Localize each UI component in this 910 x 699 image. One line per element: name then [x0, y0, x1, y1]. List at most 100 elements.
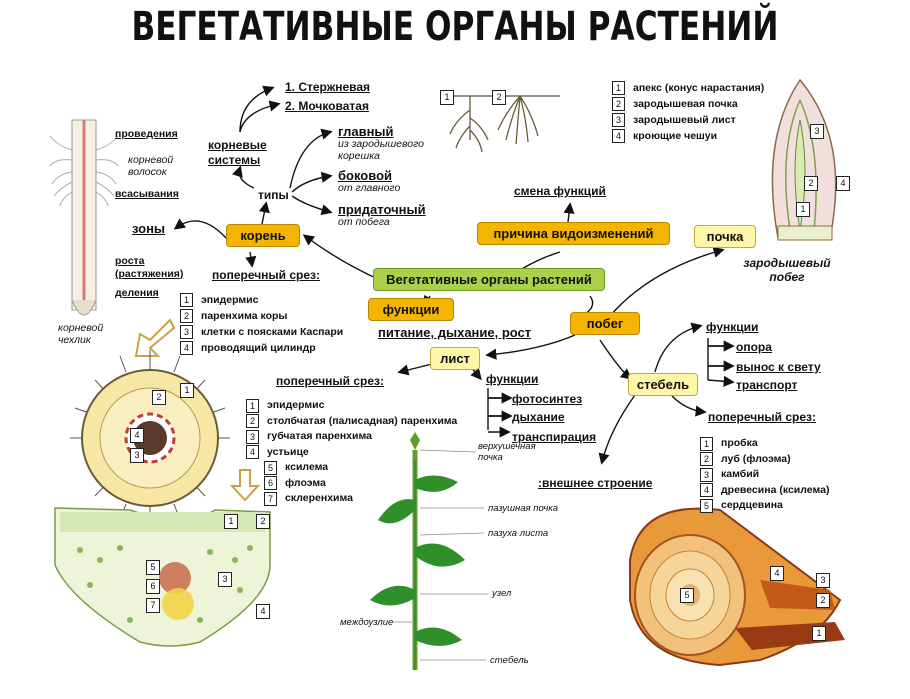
root-kind-main: главный	[338, 124, 394, 139]
tag: 1	[796, 202, 810, 217]
tag: 1	[224, 514, 238, 529]
tag: 5	[146, 560, 160, 575]
stem-function-support: опора	[736, 340, 772, 354]
functions-node: функции	[368, 298, 454, 321]
root-hair-label: корневой волосок	[128, 154, 174, 178]
root-zones-label: зоны	[132, 221, 166, 236]
tag: 4	[836, 176, 850, 191]
root-zones-illustration	[49, 119, 119, 316]
list-item: столбчатая (палисадная) паренхима	[267, 414, 458, 427]
number-badge: 3	[612, 113, 625, 127]
modification-result: смена функций	[514, 184, 606, 198]
list-item: клетки с поясками Каспари	[201, 326, 344, 338]
root-kind-main-note: из зародышевого корешка	[338, 138, 424, 162]
stem-function-transport: транспорт	[736, 378, 798, 392]
stem-node: стебель	[628, 373, 698, 396]
number-badge: 4	[180, 341, 193, 355]
root-system-type-2: 2. Мочковатая	[285, 99, 369, 113]
list-item: сердцевина	[721, 499, 783, 511]
stem-cross-section-illustration	[629, 507, 845, 667]
shoot-node: побег	[570, 312, 640, 335]
number-badge: 3	[700, 467, 713, 482]
list-item: древесина (ксилема)	[721, 483, 830, 496]
root-zone-growth: роста (растяжения)	[115, 255, 184, 280]
tag: 6	[146, 579, 160, 594]
root-zone-absorption: всасывания	[115, 188, 179, 200]
list-item: луб (флоэма)	[721, 452, 791, 465]
plant-label-leaf-axil: пазуха листа	[488, 528, 549, 539]
list-item: флоэма	[285, 476, 326, 489]
number-badge: 4	[700, 483, 713, 498]
leaf-node: лист	[430, 347, 480, 370]
bud-caption: зародышевый побег	[743, 256, 831, 284]
list-item: ксилема	[285, 461, 329, 473]
root-cross-section-list: 1 эпидермис 2 паренхима коры 3 клетки с поя…	[180, 292, 343, 356]
number-badge: 6	[264, 476, 277, 491]
shoot-external-label: :внешнее строение	[538, 476, 653, 490]
tag: 3	[816, 573, 830, 588]
page-title: ВЕГЕТАТИВНЫЕ ОРГАНЫ РАСТЕНИЙ	[131, 4, 779, 50]
root-zone-division: деления	[115, 287, 159, 299]
root-kind-lateral-note: от главного	[338, 182, 401, 194]
tag: 4	[770, 566, 784, 581]
tag: 5	[680, 588, 694, 603]
number-badge: 1	[246, 398, 259, 413]
leaf-cross-section-illustration	[54, 507, 271, 647]
number-badge: 1	[180, 293, 193, 307]
root-systems-label: корневые системы	[208, 138, 267, 167]
number-badge: 2	[612, 97, 625, 111]
list-item: устьице	[267, 445, 309, 458]
list-item: склеренхима	[285, 492, 353, 504]
root-kind-adventitious: придаточный	[338, 202, 426, 217]
list-item: зародышевый лист	[633, 114, 736, 126]
list-item: эпидермис	[267, 399, 325, 411]
leaf-function-transpiration: транспирация	[512, 430, 597, 444]
leaf-function-respiration: дыхание	[512, 410, 565, 424]
plant-label-axillary-bud: пазушная почка	[488, 503, 559, 514]
root-zone-conduction: проведения	[115, 128, 178, 140]
number-badge: 7	[264, 491, 277, 506]
leaf-functions-label: функции	[486, 372, 539, 386]
tag: 2	[804, 176, 818, 191]
bud-node: почка	[694, 225, 756, 248]
root-cross-section-illustration	[70, 350, 230, 525]
leaf-function-photosynthesis: фотосинтез	[512, 392, 583, 406]
list-item: зародышевая почка	[633, 98, 738, 110]
number-badge: 2	[700, 452, 713, 467]
number-badge: 3	[180, 325, 193, 339]
list-item: губчатая паренхима	[267, 430, 372, 442]
number-badge: 5	[700, 498, 713, 513]
tag: 1	[812, 626, 826, 641]
plant-label-apical-bud: верхушечная почка	[478, 441, 536, 463]
number-badge: 3	[246, 429, 259, 444]
list-item: пробка	[721, 437, 758, 449]
tag: 3	[810, 124, 824, 139]
plant-label-stem: стебель	[490, 655, 529, 666]
list-item: эпидермис	[201, 294, 259, 306]
center-node: Вегетативные органы растений	[373, 268, 605, 291]
root-system-type-1: 1. Стержневая	[285, 80, 371, 94]
root-cap-label: корневой чехлик	[58, 322, 104, 346]
number-badge: 4	[612, 129, 625, 143]
number-badge: 1	[612, 81, 625, 95]
list-item: проводящий цилиндр	[201, 342, 316, 354]
tag: 3	[130, 448, 144, 463]
modification-node: причина видоизменений	[477, 222, 670, 245]
root-kind-adventitious-note: от побега	[338, 216, 390, 228]
connector-arrows	[173, 85, 735, 465]
list-item: паренхима коры	[201, 310, 288, 322]
number-badge: 2	[180, 309, 193, 323]
plant-label-node: узел	[492, 588, 512, 599]
root-kind-lateral: боковой	[338, 168, 392, 183]
number-badge: 1	[700, 436, 713, 451]
list-item: кроющие чешуи	[633, 130, 718, 142]
tag: 7	[146, 598, 160, 613]
tag: 2	[152, 390, 166, 405]
plant-label-internode: междоузлие	[340, 617, 394, 628]
stem-functions-label: функции	[706, 320, 759, 334]
tag: 2	[816, 593, 830, 608]
plant-illustration	[370, 432, 488, 670]
